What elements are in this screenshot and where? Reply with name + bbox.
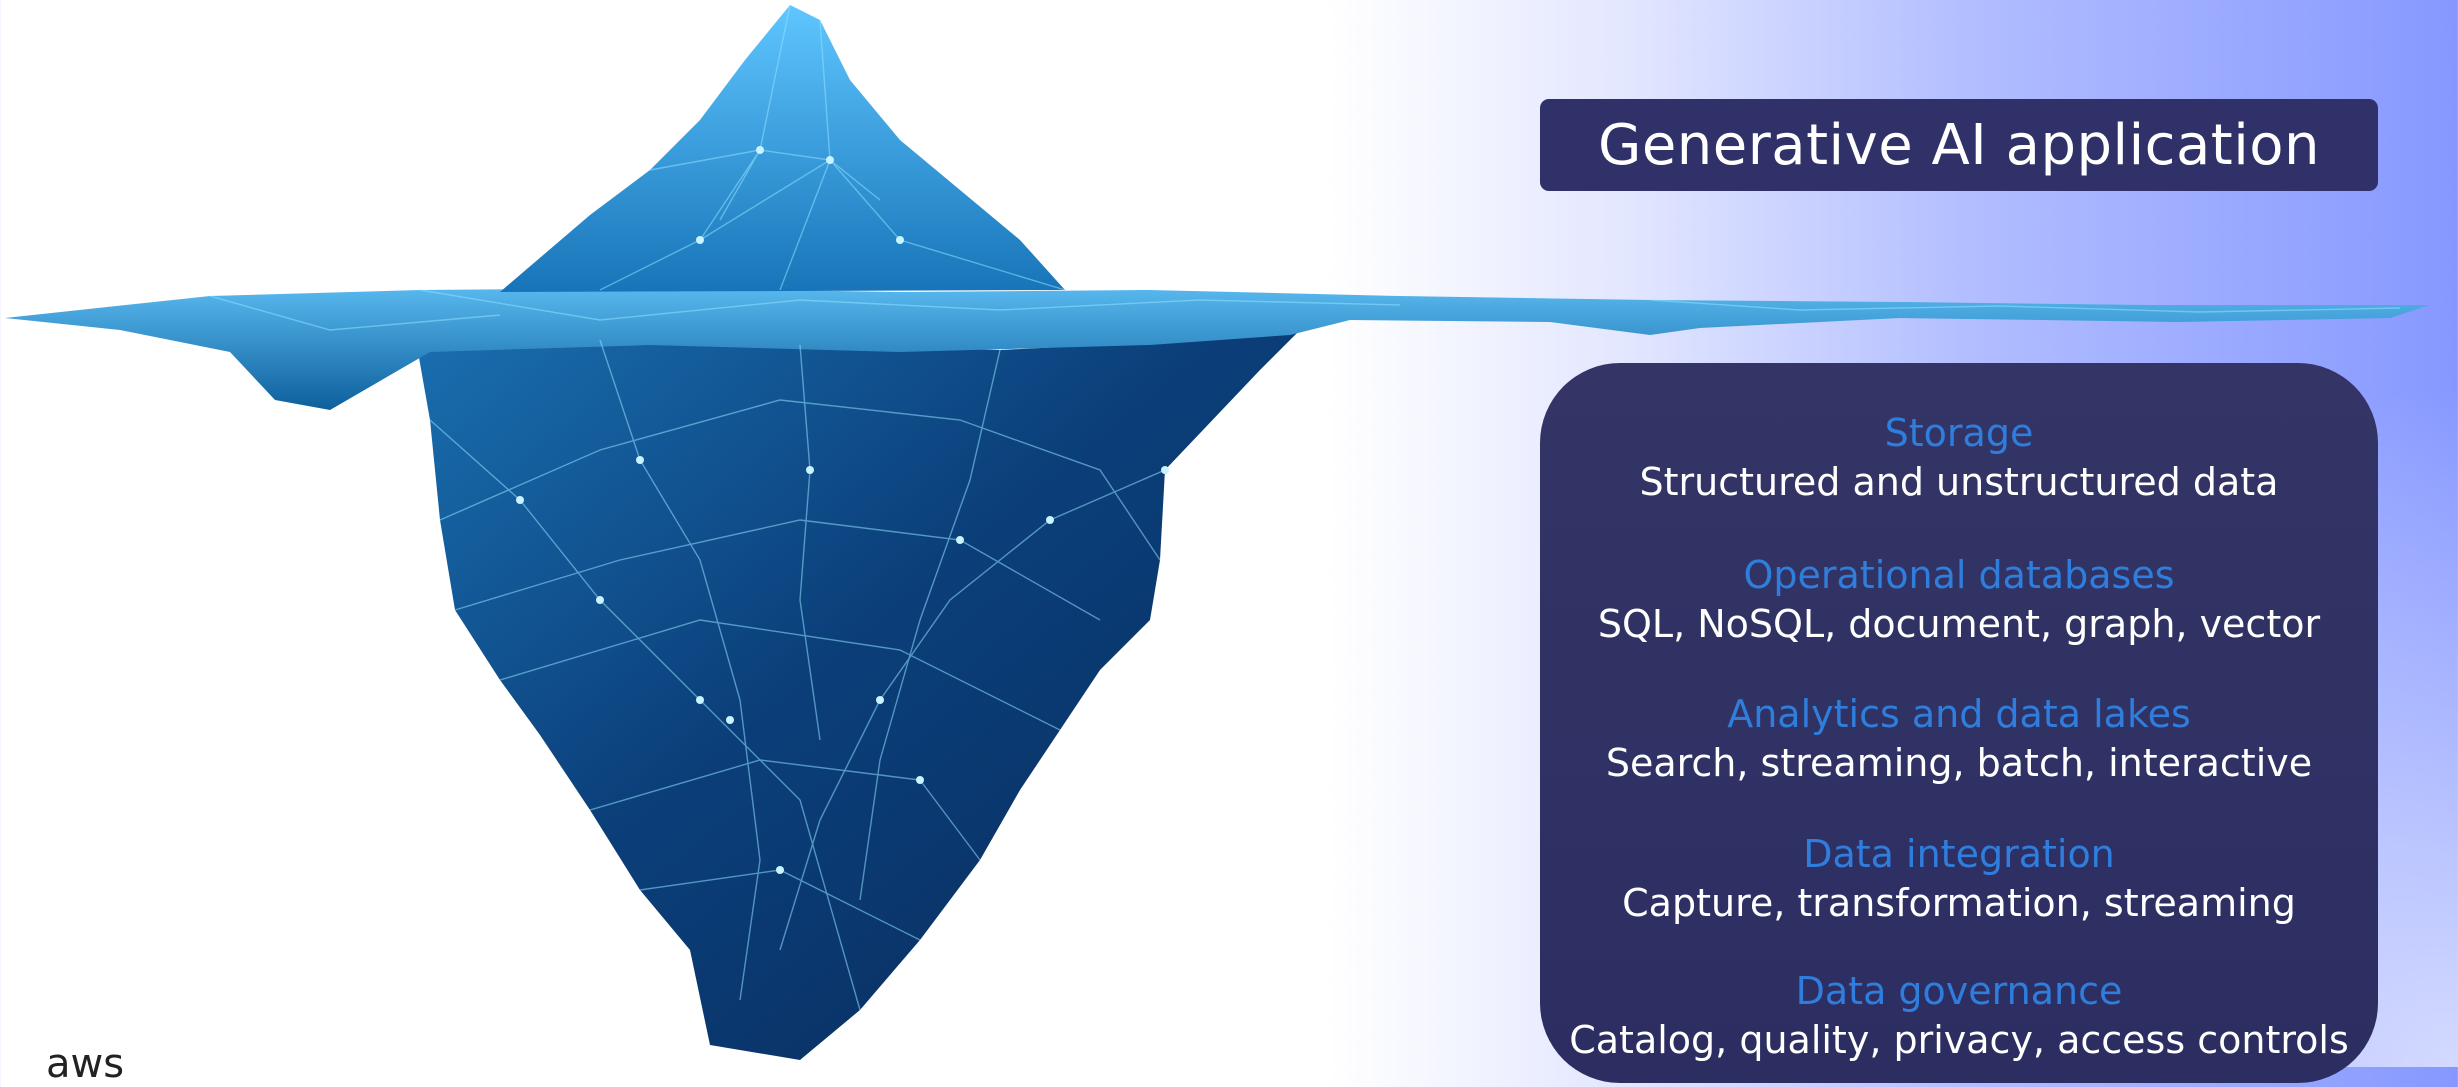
aws-logo: aws bbox=[46, 1041, 125, 1087]
layer-title: Data governance bbox=[1795, 969, 2123, 1013]
title-box: Generative AI application bbox=[1540, 99, 2378, 191]
layer-title: Analytics and data lakes bbox=[1727, 692, 2191, 736]
iceberg-tip bbox=[500, 5, 1065, 292]
layer-desc: Capture, transformation, streaming bbox=[1622, 881, 2296, 925]
layer-desc: Search, streaming, batch, interactive bbox=[1605, 741, 2313, 785]
layer-operational-databases: Operational databases SQL, NoSQL, docume… bbox=[1540, 551, 2378, 649]
layer-title: Operational databases bbox=[1743, 553, 2175, 597]
layer-desc: Catalog, quality, privacy, access contro… bbox=[1569, 1018, 2349, 1062]
layer-analytics-data-lakes: Analytics and data lakes Search, streami… bbox=[1540, 690, 2378, 788]
layer-data-integration: Data integration Capture, transformation… bbox=[1540, 830, 2378, 928]
layer-storage: Storage Structured and unstructured data bbox=[1540, 409, 2378, 507]
iceberg-underwater-body bbox=[415, 330, 1300, 1060]
layer-title: Storage bbox=[1884, 411, 2034, 455]
layer-title: Data integration bbox=[1803, 832, 2115, 876]
title-text: Generative AI application bbox=[1597, 112, 2321, 178]
layer-desc: SQL, NoSQL, document, graph, vector bbox=[1597, 602, 2321, 646]
layer-desc: Structured and unstructured data bbox=[1639, 460, 2279, 504]
layer-data-governance: Data governance Catalog, quality, privac… bbox=[1540, 967, 2378, 1065]
layers-box: Storage Structured and unstructured data… bbox=[1540, 363, 2378, 1083]
